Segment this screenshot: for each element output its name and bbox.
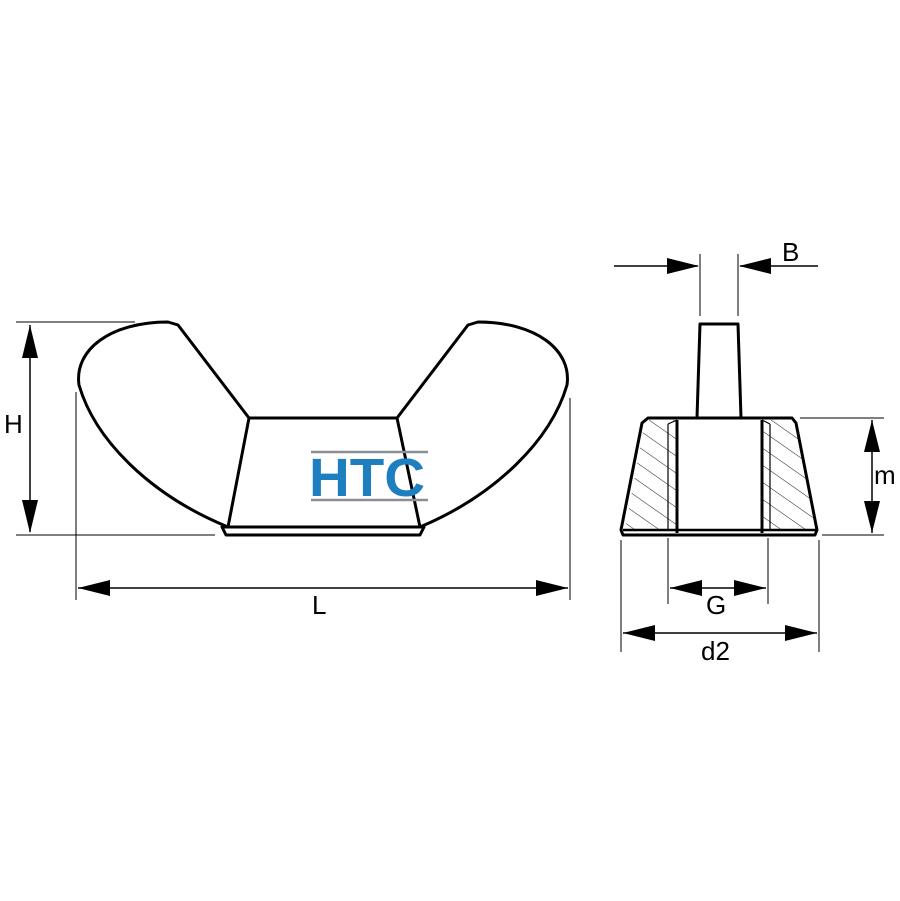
arrowhead-icon	[536, 580, 568, 596]
dimension-L: L	[75, 392, 571, 620]
section-outline	[619, 416, 819, 537]
chamfer-line-top-right	[761, 419, 771, 425]
logo-text: HTC	[309, 448, 425, 508]
dimension-B: B	[614, 237, 818, 316]
arrowhead-icon	[739, 258, 771, 274]
arrowhead-icon	[667, 258, 699, 274]
arrowhead-icon	[22, 500, 38, 533]
arrowhead-icon	[78, 580, 110, 596]
arrowhead-icon	[22, 325, 38, 358]
section-hatch-left	[625, 420, 677, 530]
arrowhead-icon	[864, 420, 880, 452]
chamfer-line-top-left	[667, 419, 678, 425]
dimension-label-H: H	[4, 409, 23, 439]
arrowhead-icon	[670, 580, 702, 596]
dimension-H: H	[4, 321, 215, 536]
arrowhead-icon	[864, 501, 880, 533]
dimension-m: m	[800, 417, 896, 536]
arrowhead-icon	[623, 625, 655, 641]
section-hatch-right	[762, 420, 815, 530]
dimension-label-m: m	[874, 460, 896, 490]
front-view	[77, 320, 569, 537]
dimension-label-B: B	[782, 237, 799, 267]
side-view	[619, 322, 819, 537]
htc-logo: HTC	[309, 448, 428, 508]
dimension-label-d2: d2	[701, 636, 730, 666]
arrowhead-icon	[734, 580, 766, 596]
arrowhead-icon	[785, 625, 817, 641]
dimension-label-L: L	[312, 590, 326, 620]
wing-stub	[695, 322, 743, 419]
dimension-label-G: G	[706, 590, 726, 620]
dimension-G: G	[667, 538, 769, 620]
dimension-d2: d2	[620, 540, 820, 666]
nut-base-chamfer	[220, 525, 426, 537]
